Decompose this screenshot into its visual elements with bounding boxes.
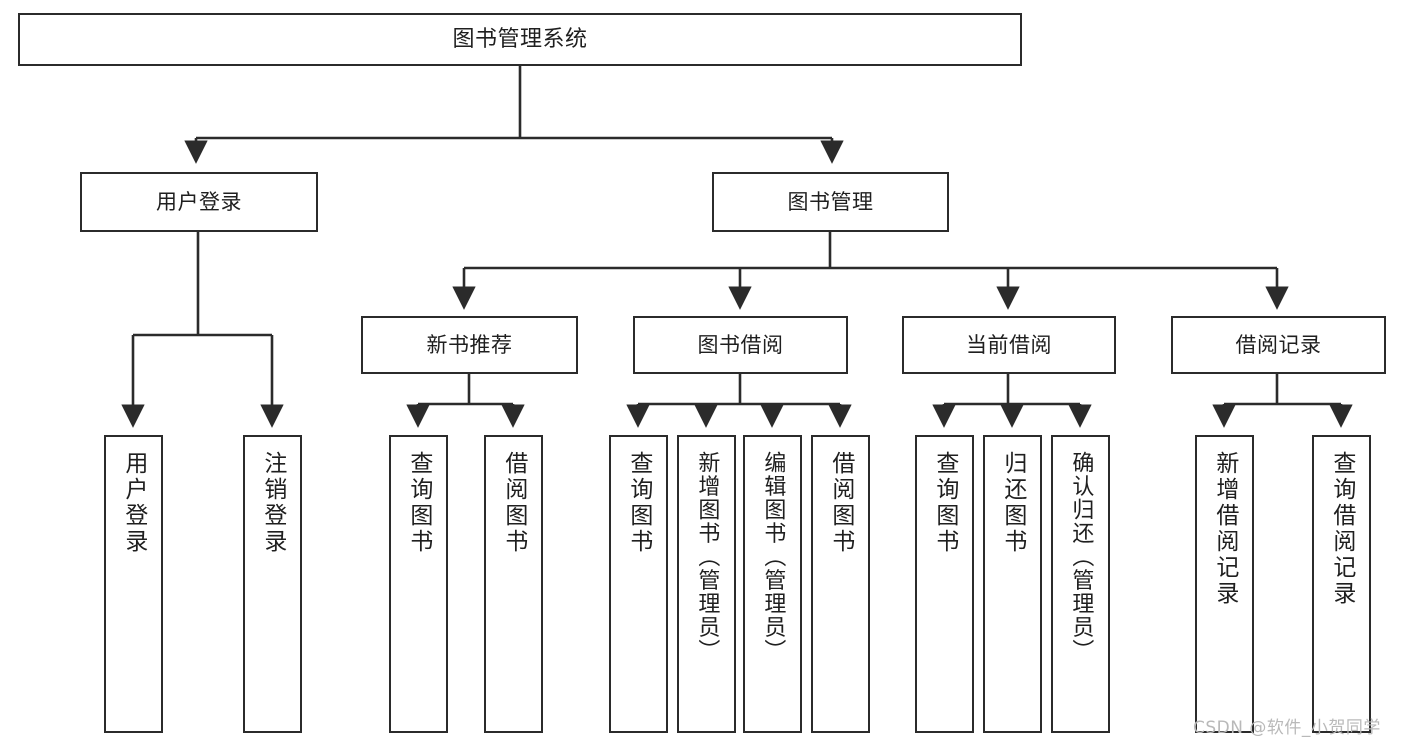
node-label: 查询图书 <box>625 451 652 555</box>
node-label: 图书借阅 <box>697 332 784 357</box>
leaf-query-book-current[interactable]: 查询图书 <box>915 435 974 733</box>
node-label: 确认归还（管理员） <box>1068 451 1094 663</box>
node-label: 用户登录 <box>156 189 242 214</box>
node-label: 图书管理系统 <box>452 26 588 52</box>
node-label: 图书管理 <box>787 189 874 214</box>
leaf-return-book[interactable]: 归还图书 <box>983 435 1042 733</box>
leaf-borrow-book-new-rec[interactable]: 借阅图书 <box>484 435 543 733</box>
node-label: 编辑图书（管理员） <box>760 451 786 663</box>
node-label: 查询图书 <box>405 451 432 555</box>
leaf-borrow-book[interactable]: 借阅图书 <box>811 435 870 733</box>
leaf-query-borrow-record[interactable]: 查询借阅记录 <box>1312 435 1371 733</box>
leaf-confirm-return-admin[interactable]: 确认归还（管理员） <box>1051 435 1110 733</box>
node-label: 注销登录 <box>259 451 286 555</box>
leaf-user-login[interactable]: 用户登录 <box>104 435 163 733</box>
csdn-watermark: CSDN @软件_小贺同学 <box>1193 718 1381 738</box>
node-current-borrow[interactable]: 当前借阅 <box>902 316 1116 374</box>
leaf-query-book-new-rec[interactable]: 查询图书 <box>389 435 448 733</box>
node-label: 归还图书 <box>999 451 1026 555</box>
node-book-management[interactable]: 图书管理 <box>712 172 949 232</box>
leaf-user-logout[interactable]: 注销登录 <box>243 435 302 733</box>
node-label: 查询借阅记录 <box>1328 451 1355 607</box>
leaf-query-book-borrow[interactable]: 查询图书 <box>609 435 668 733</box>
node-label: 查询图书 <box>931 451 958 555</box>
leaf-add-book-admin[interactable]: 新增图书（管理员） <box>677 435 736 733</box>
node-label: 新增借阅记录 <box>1211 451 1238 607</box>
leaf-add-borrow-record[interactable]: 新增借阅记录 <box>1195 435 1254 733</box>
node-label: 新书推荐 <box>426 332 513 357</box>
node-label: 当前借阅 <box>966 332 1052 357</box>
node-label: 用户登录 <box>120 451 147 555</box>
node-borrow-record[interactable]: 借阅记录 <box>1171 316 1386 374</box>
leaf-edit-book-admin[interactable]: 编辑图书（管理员） <box>743 435 802 733</box>
node-label: 借阅图书 <box>500 451 527 555</box>
node-book-borrow[interactable]: 图书借阅 <box>633 316 848 374</box>
node-root-book-management-system[interactable]: 图书管理系统 <box>18 13 1022 66</box>
node-label: 借阅图书 <box>827 451 854 555</box>
node-label: 新增图书（管理员） <box>694 451 720 663</box>
node-label: 借阅记录 <box>1235 332 1322 357</box>
node-user-login[interactable]: 用户登录 <box>80 172 318 232</box>
node-new-book-recommendation[interactable]: 新书推荐 <box>361 316 578 374</box>
